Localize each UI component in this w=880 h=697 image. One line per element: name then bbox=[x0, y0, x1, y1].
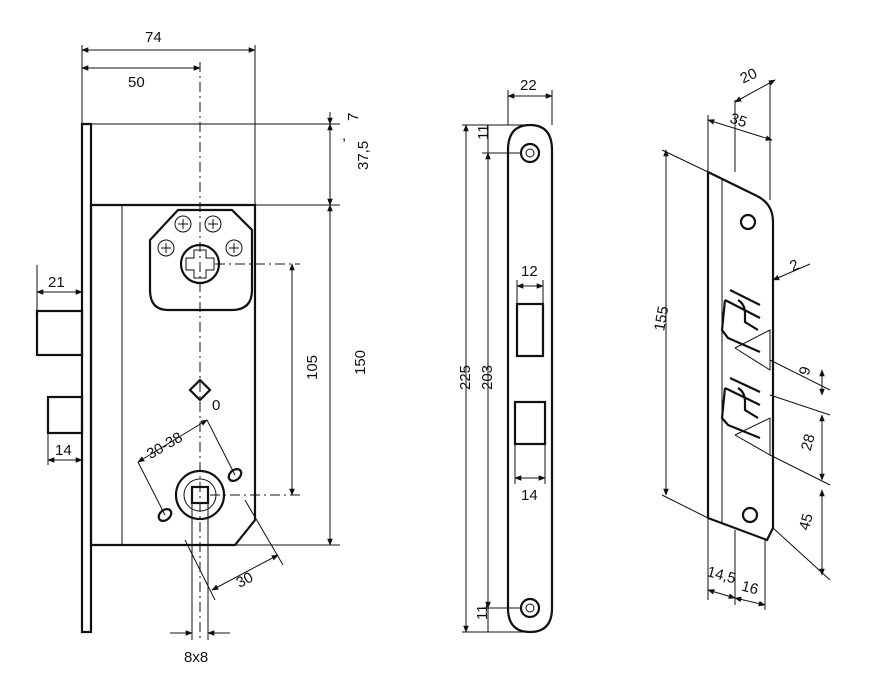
dim-8x8: 8x8 bbox=[184, 649, 208, 666]
dim-30-38: 30-38 bbox=[144, 429, 186, 463]
spindle-follower bbox=[174, 469, 226, 521]
dim-14-plate: 14 bbox=[521, 487, 538, 504]
strike-view: 20 35 155 2 9 28 45 14,5 16 bbox=[651, 65, 831, 610]
dim-74: 74 bbox=[145, 29, 162, 46]
dim-30: 30 bbox=[233, 569, 256, 592]
reference-diamond bbox=[188, 378, 212, 402]
dim-9: 9 bbox=[796, 365, 815, 377]
dim-20: 20 bbox=[738, 65, 760, 87]
dim-150: 150 bbox=[352, 350, 369, 375]
top-screw-hole bbox=[519, 142, 541, 164]
faceplate-view: 22 12 14 225 203 11 11 bbox=[457, 77, 554, 634]
bottom-screw-hole bbox=[519, 597, 541, 619]
spindle-square bbox=[190, 485, 210, 505]
bolt-slot bbox=[513, 400, 547, 446]
strike-latch-pocket bbox=[720, 289, 771, 371]
dim-14-front: 14 bbox=[55, 442, 72, 459]
strike-bottom-hole bbox=[741, 506, 759, 524]
dim-11-bottom: 11 bbox=[474, 604, 491, 620]
latch-slot bbox=[515, 302, 545, 358]
dim-45: 45 bbox=[796, 512, 817, 533]
strike-top-hole bbox=[739, 213, 757, 231]
cylinder-plate bbox=[148, 208, 254, 312]
dim-11-top: 11 bbox=[475, 124, 492, 140]
dim-225: 225 bbox=[457, 365, 474, 390]
dim-22: 22 bbox=[520, 77, 537, 94]
screw-holes bbox=[157, 215, 243, 257]
lock-body bbox=[89, 203, 257, 547]
dim-16: 16 bbox=[740, 578, 761, 599]
screw-holes-lower bbox=[157, 467, 243, 523]
dead-bolt bbox=[46, 395, 84, 435]
front-faceplate bbox=[80, 122, 93, 634]
strike-plate-outline bbox=[706, 170, 775, 542]
dim-zero: 0 bbox=[212, 397, 220, 414]
dim-21: 21 bbox=[48, 274, 65, 291]
dim-7: 7 bbox=[345, 113, 362, 121]
dim-28: 28 bbox=[798, 432, 819, 453]
dim-12: 12 bbox=[521, 263, 538, 280]
dim-105: 105 bbox=[304, 355, 321, 380]
front-view: 74 50 7 37,5 , 150 105 21 14 30-38 0 bbox=[35, 29, 372, 666]
dim-203: 203 bbox=[479, 365, 496, 390]
latch-bolt bbox=[35, 309, 84, 357]
comma-mark: , bbox=[342, 127, 346, 144]
faceplate-outline bbox=[506, 123, 554, 634]
dim-37-5: 37,5 bbox=[355, 141, 372, 170]
dim-14-5: 14,5 bbox=[705, 563, 738, 587]
dim-35: 35 bbox=[728, 110, 749, 131]
dim-155: 155 bbox=[651, 305, 672, 333]
dim-50: 50 bbox=[128, 74, 145, 91]
strike-bolt-pocket bbox=[720, 377, 771, 456]
